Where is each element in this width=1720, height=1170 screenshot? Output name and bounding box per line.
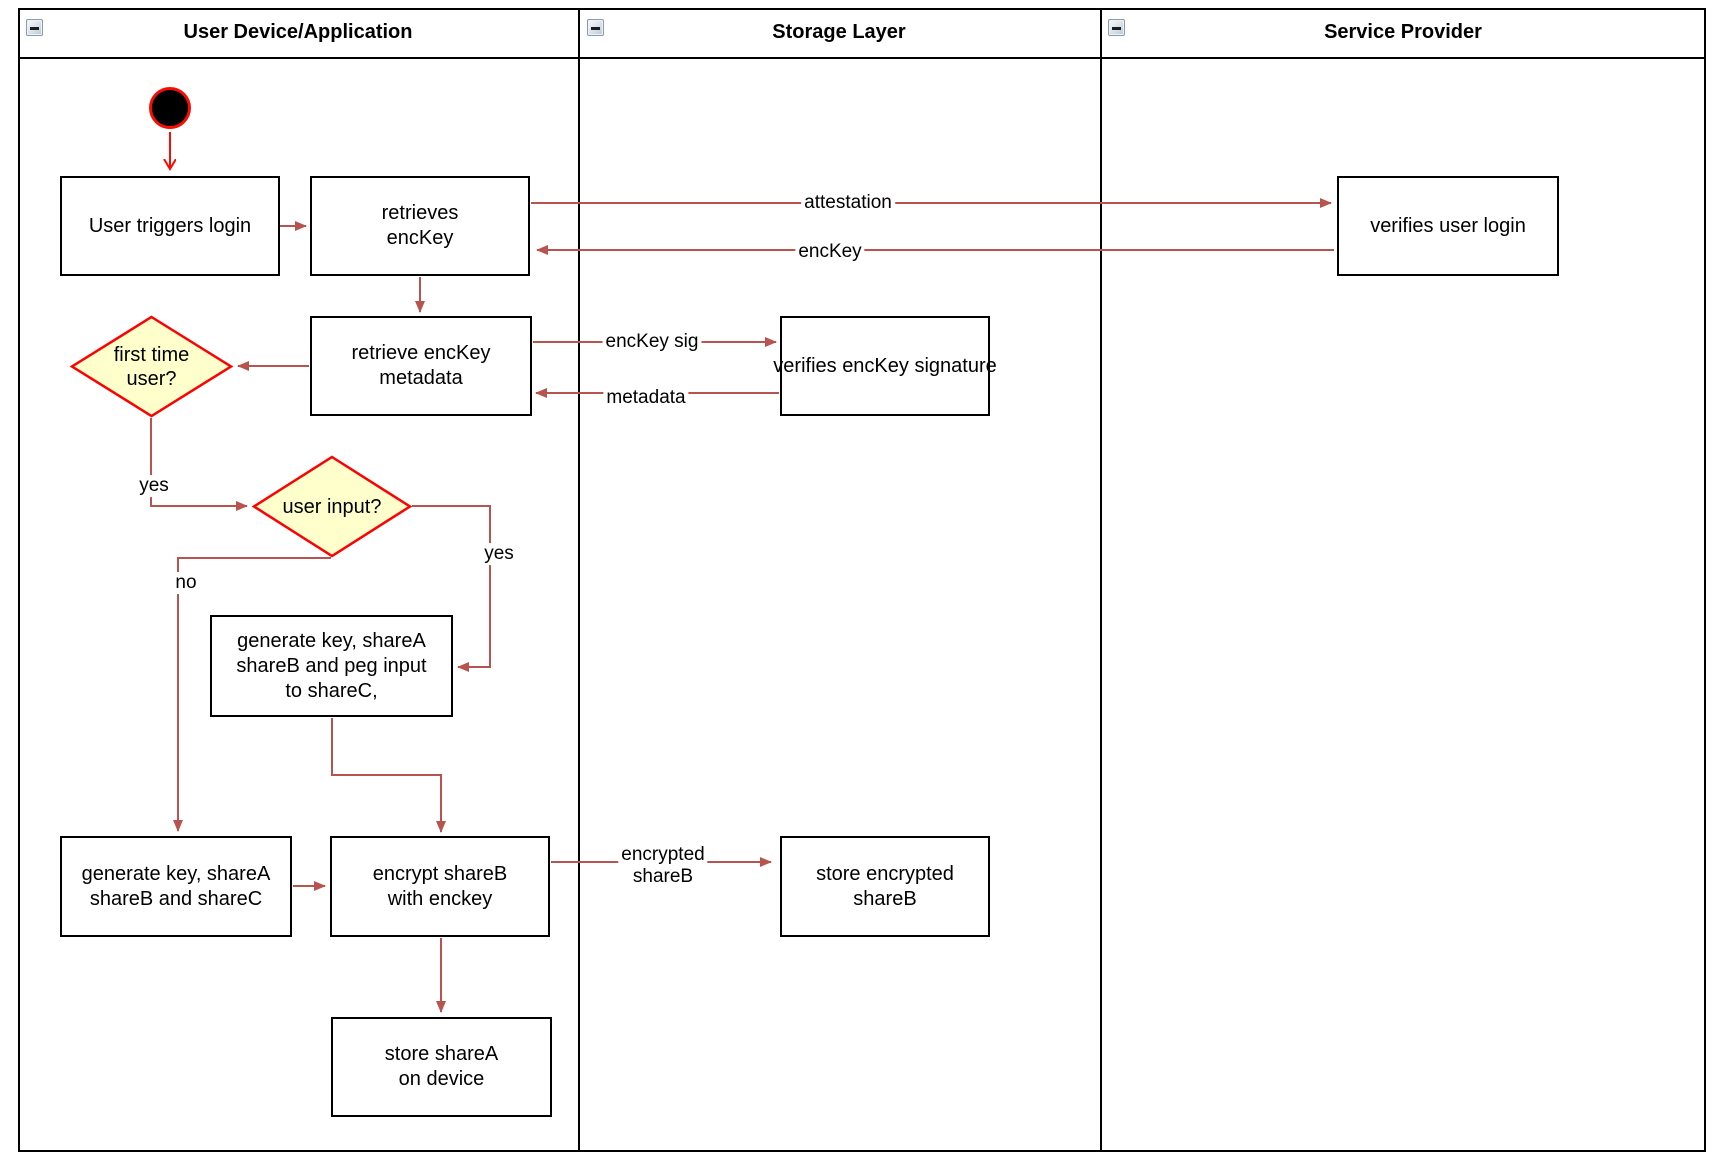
- lane-divider-1: [578, 8, 580, 1152]
- edge-user-input-no: [173, 557, 331, 832]
- edge-label-enckey: encKey: [795, 241, 865, 263]
- edge-first-time-yes: [150, 418, 248, 511]
- decision-label: first time user?: [113, 343, 190, 390]
- edge-label-attestation: attestation: [801, 192, 895, 214]
- node-retrieves-enckey[interactable]: retrieves encKey: [310, 176, 530, 276]
- minus-glyph: [591, 27, 600, 30]
- edge-label-encrypted-shareb: encrypted shareB: [618, 844, 708, 888]
- lane-title-text: User Device/Application: [183, 21, 413, 43]
- edge-peg-to-encrypt: [331, 718, 446, 833]
- collapse-icon[interactable]: [587, 19, 604, 36]
- diamond-shape: [69, 315, 234, 418]
- lane-title-text: Service Provider: [1324, 21, 1482, 43]
- node-verifies-enckey-signature[interactable]: verifies encKey signature: [773, 316, 997, 416]
- start-node-icon[interactable]: [149, 87, 191, 129]
- lane-title-text: Storage Layer: [772, 21, 906, 43]
- edge-user-input-yes: [412, 505, 491, 672]
- decision-label: user input?: [282, 495, 382, 518]
- node-generate-key-shares[interactable]: generate key, shareA shareB and shareC: [60, 836, 292, 937]
- lane-title-storage-layer: Storage Layer: [578, 8, 1100, 57]
- node-generate-key-peg-input[interactable]: generate key, shareA shareB and peg inpu…: [210, 615, 453, 717]
- edge-label-yes-user-input: yes: [481, 543, 517, 565]
- collapse-icon[interactable]: [26, 19, 43, 36]
- edge-label-metadata: metadata: [603, 387, 689, 409]
- lane-divider-2: [1100, 8, 1102, 1152]
- diamond-shape: [251, 455, 413, 558]
- node-retrieve-enckey-metadata[interactable]: retrieve encKey metadata: [310, 316, 532, 416]
- node-encrypt-shareb[interactable]: encrypt shareB with enckey: [330, 836, 550, 937]
- decision-first-time-user[interactable]: first time user?: [69, 315, 234, 418]
- node-user-triggers-login[interactable]: User triggers login: [60, 176, 280, 276]
- edge-label-yes-first-time: yes: [136, 475, 172, 497]
- decision-user-input[interactable]: user input?: [251, 455, 413, 558]
- node-store-sharea[interactable]: store shareA on device: [331, 1017, 552, 1117]
- edge-label-no-user-input: no: [172, 572, 200, 594]
- edge-label-enckey-sig: encKey sig: [602, 331, 702, 353]
- minus-glyph: [1112, 27, 1121, 30]
- header-separator: [18, 57, 1706, 59]
- lane-title-user-device: User Device/Application: [18, 8, 578, 57]
- minus-glyph: [30, 27, 39, 30]
- node-verifies-user-login[interactable]: verifies user login: [1337, 176, 1559, 276]
- collapse-icon[interactable]: [1108, 19, 1125, 36]
- lane-title-service-provider: Service Provider: [1100, 8, 1706, 57]
- node-store-encrypted-shareb[interactable]: store encrypted shareB: [780, 836, 990, 937]
